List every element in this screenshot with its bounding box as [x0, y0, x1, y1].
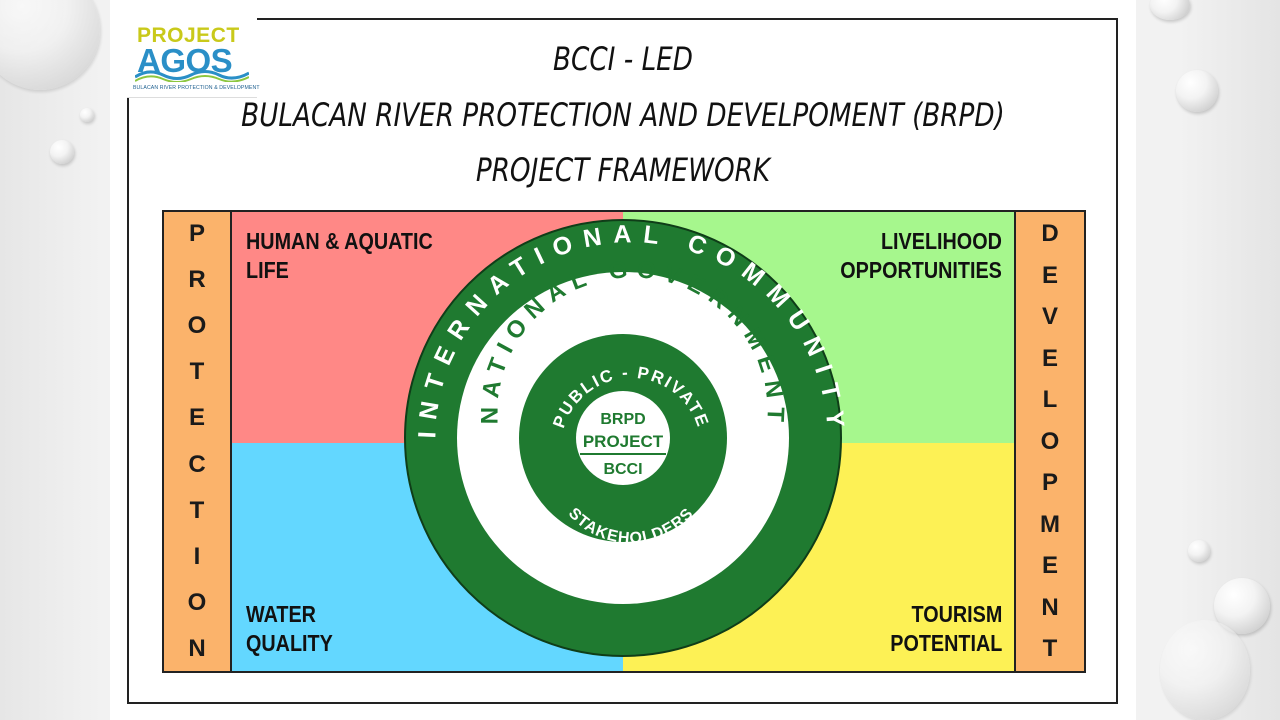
center-circle	[576, 391, 670, 485]
sidebar-letter: T	[189, 496, 205, 524]
quadrant-label: TOURISM POTENTIAL	[889, 601, 1002, 656]
logo-top-text: PROJECT	[137, 24, 240, 47]
sidebar-letter: L	[1042, 386, 1058, 413]
center-brpd: BRPD	[600, 411, 645, 428]
quadrant-label: LIVELIHOOD OPPORTUNITIES	[840, 228, 1002, 283]
sidebar-letter: N	[1041, 593, 1059, 621]
sidebar-letter: R	[188, 266, 206, 294]
sidebar-letter: O	[187, 312, 207, 340]
water-drop-decoration	[1188, 540, 1210, 562]
water-drop-decoration	[1150, 0, 1190, 20]
sidebar-letter: O	[1040, 427, 1060, 455]
title-line-3: PROJECT FRAMEWORK	[475, 151, 771, 189]
quadrant-label: WATER QUALITY	[246, 601, 333, 656]
sidebar-letter: P	[188, 220, 205, 247]
project-agos-logo: PROJECT AGOS BULACAN RIVER PROTECTION & …	[127, 18, 260, 98]
water-drop-decoration	[1176, 70, 1218, 112]
water-drop-decoration	[50, 140, 74, 164]
sidebar-letter: N	[188, 634, 206, 662]
sidebar-letter: E	[188, 404, 205, 432]
sidebar-letter: M	[1040, 510, 1060, 538]
wave-icon	[135, 70, 249, 82]
concentric-circles: INTERNATIONAL COMMUNITY NATIONAL GOVERNM…	[404, 219, 842, 657]
center-bcci: BCCI	[603, 461, 642, 478]
water-drop-decoration	[0, 0, 100, 90]
sidebar-letter: O	[187, 588, 207, 616]
sidebar-letter: T	[189, 358, 205, 386]
sidebar-letter: D	[1041, 220, 1059, 247]
quadrant-label: HUMAN & AQUATIC LIFE	[246, 228, 433, 283]
water-drop-decoration	[1160, 620, 1250, 720]
sidebar-letter: E	[1041, 552, 1058, 579]
sidebar-letter: P	[1041, 469, 1058, 496]
slide: PROJECT AGOS BULACAN RIVER PROTECTION & …	[110, 0, 1136, 720]
sidebar-letter: V	[1041, 303, 1058, 330]
logo-subtitle: BULACAN RIVER PROTECTION & DEVELOPMENT	[133, 85, 260, 91]
water-drop-decoration	[80, 108, 94, 122]
sidebar-letter: E	[1041, 261, 1058, 289]
slide-frame	[127, 18, 1118, 704]
sidebar-letter: E	[1041, 344, 1058, 372]
center-project: PROJECT	[583, 432, 664, 451]
title-line-1: BCCI - LED	[553, 40, 693, 78]
sidebar-letter: I	[193, 542, 201, 570]
sidebar-letter: T	[1042, 635, 1058, 662]
title-line-2: BULACAN RIVER PROTECTION AND DEVELPOMENT…	[241, 96, 1005, 134]
sidebar-letter: C	[188, 450, 206, 478]
